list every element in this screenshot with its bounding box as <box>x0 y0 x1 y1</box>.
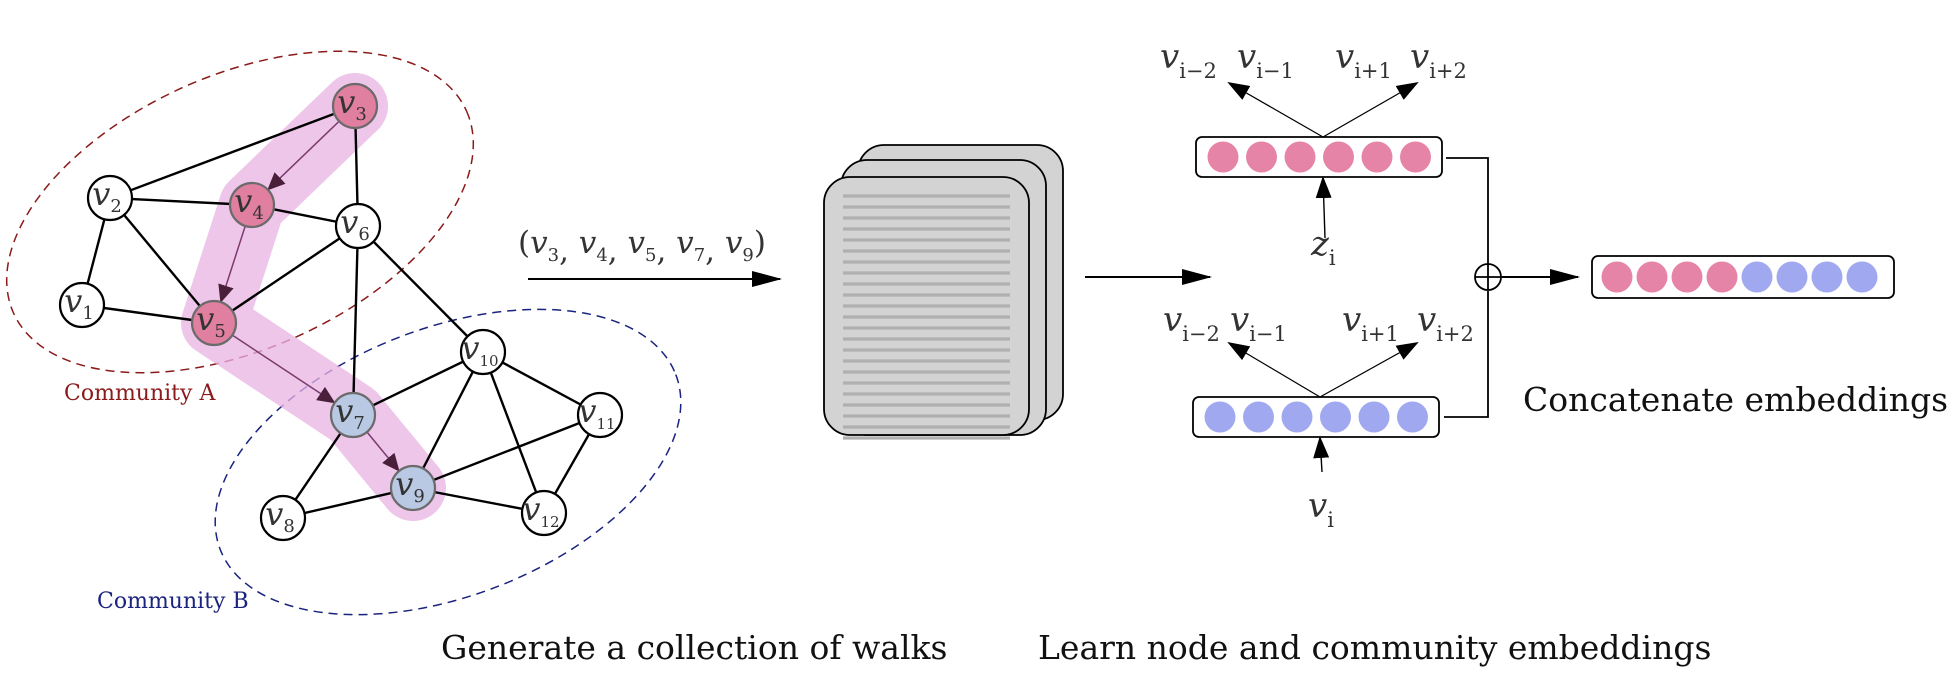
embedding-unit <box>1400 141 1431 173</box>
caption-concatenate: Concatenate embeddings <box>1523 380 1948 419</box>
context-label: vi+2 <box>1410 37 1467 83</box>
node-v12: v12 <box>520 489 568 537</box>
graph-edge <box>351 225 360 416</box>
document-lines <box>843 194 1010 440</box>
context-label: vi−2 <box>1160 37 1217 83</box>
input-arrow <box>1313 436 1330 473</box>
concat-unit <box>1706 261 1738 293</box>
embedding-unit <box>1243 401 1274 433</box>
node-v1: v1 <box>58 281 106 329</box>
input-label: vi <box>1308 486 1334 532</box>
concat-unit <box>1846 261 1878 293</box>
embedding-unit <box>1281 401 1313 433</box>
graph-edge <box>109 196 253 207</box>
graph-edge <box>412 413 601 490</box>
community-a-boundary <box>5 50 475 374</box>
concat-unit <box>1671 261 1703 293</box>
context-label: vi+1 <box>1342 300 1399 346</box>
context-label: vi−1 <box>1237 37 1294 83</box>
graph-edge <box>109 197 215 324</box>
concat-unit <box>1636 261 1668 293</box>
context-arrow <box>1227 341 1321 398</box>
context-label: vi+2 <box>1417 300 1474 346</box>
walk-edges <box>218 120 400 472</box>
graph-edge <box>481 351 546 514</box>
community-b-boundary <box>214 308 682 616</box>
node-v5: v5 <box>190 299 238 347</box>
embedding-unit <box>1323 141 1354 173</box>
walk-edge-arrow <box>218 225 246 304</box>
node-label: v4 <box>234 182 264 224</box>
graph-edge <box>411 351 485 489</box>
concat-unit <box>1811 261 1843 293</box>
community-embedding-model: vi−2 vi−1 vi+1 vi+2 zi <box>1160 37 1467 270</box>
context-arrow <box>1319 342 1419 398</box>
concat-unit <box>1741 261 1773 293</box>
embedding-unit <box>1204 401 1236 433</box>
embedding-unit <box>1320 401 1351 433</box>
embedding-unit <box>1207 141 1239 173</box>
context-arrow <box>1322 82 1419 138</box>
graph-edge <box>109 104 356 200</box>
input-arrow <box>1315 176 1332 239</box>
graph-edge <box>352 350 484 417</box>
graph-edge <box>213 225 359 324</box>
bottom-model-connector <box>1444 291 1489 418</box>
community-a-label: Community A <box>64 381 216 406</box>
walk-band-shape <box>181 73 446 521</box>
node-v9: v9 <box>389 464 437 512</box>
concat-unit <box>1776 261 1808 293</box>
top-model-connector <box>1446 157 1489 264</box>
graph-nodes: v1 v2 v3 v4 v5 v6 v7 v8 v9 v10 v11 v12 <box>58 82 624 542</box>
node-v3: v3 <box>331 82 379 130</box>
walk-collection-icon <box>823 144 1064 440</box>
concat-unit <box>1601 261 1633 293</box>
context-label: vi−1 <box>1230 300 1287 346</box>
node-v2: v2 <box>86 174 134 222</box>
embedding-unit <box>1397 401 1428 433</box>
caption-learn: Learn node and community embeddings <box>1038 628 1711 667</box>
node-v7: v7 <box>329 391 377 439</box>
embedding-unit <box>1284 141 1316 173</box>
walk-highlight-band <box>181 73 446 521</box>
walk-edge-arrow <box>267 120 340 191</box>
walk-edge-arrow <box>231 334 336 404</box>
node-v11: v11 <box>576 391 624 439</box>
walk-label-text: (v3, v4, v5, v7, v9) <box>518 225 766 269</box>
embedding-unit <box>1361 141 1393 173</box>
graph-edges <box>80 104 602 520</box>
input-label: zi <box>1310 224 1336 270</box>
node-v6: v6 <box>334 202 382 250</box>
node-v8: v8 <box>259 494 307 542</box>
walk-edge-arrow <box>366 431 400 472</box>
caption-walks: Generate a collection of walks <box>441 628 947 667</box>
walk-sequence-label: (v3, v4, v5, v7, v9) <box>518 225 766 269</box>
embedding-unit <box>1246 141 1277 173</box>
embedding-unit <box>1358 401 1390 433</box>
context-label: vi+1 <box>1335 37 1392 83</box>
node-v10: v10 <box>459 328 507 376</box>
concatenated-embedding <box>1591 255 1895 299</box>
community-b-label: Community B <box>97 589 249 614</box>
context-arrow <box>1227 82 1324 138</box>
context-label: vi−2 <box>1163 300 1220 346</box>
graph-edge <box>357 225 484 353</box>
node-v4: v4 <box>228 181 276 229</box>
